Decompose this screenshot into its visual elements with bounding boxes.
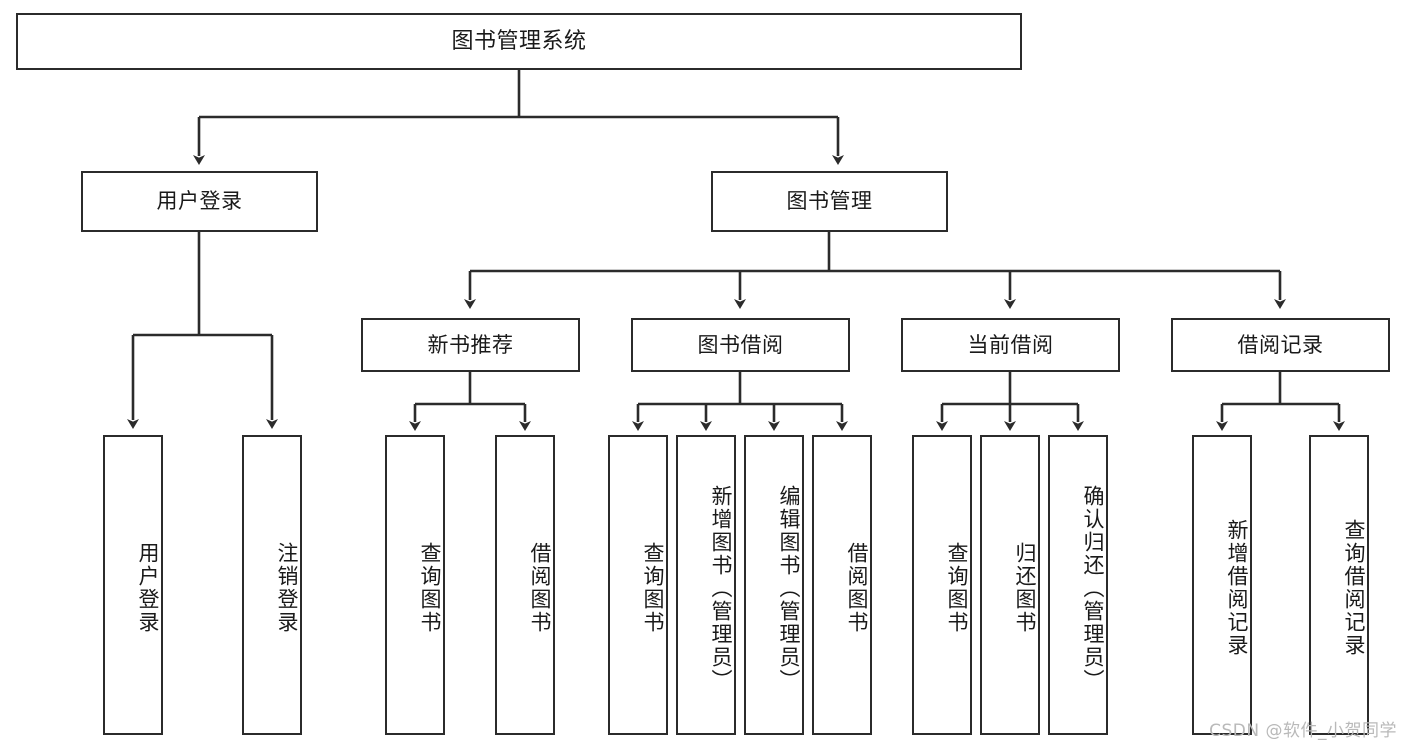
- node-current-borrow[interactable]: 当前借阅: [901, 318, 1120, 372]
- node-label: 编辑图书（管理员）: [777, 484, 801, 692]
- leaf-user-login[interactable]: 用户登录: [103, 435, 163, 735]
- csdn-watermark: CSDN @软件_小贺同学: [1209, 721, 1397, 741]
- node-label: 注销登录: [275, 542, 299, 634]
- leaf-borrow-query-book[interactable]: 查询图书: [608, 435, 668, 735]
- node-label: 当前借阅: [967, 332, 1054, 357]
- node-label: 查询图书: [945, 542, 969, 634]
- node-label: 借阅图书: [528, 542, 552, 634]
- leaf-current-return-book[interactable]: 归还图书: [980, 435, 1040, 735]
- leaf-borrow-add-book-admin[interactable]: 新增图书（管理员）: [676, 435, 736, 735]
- node-label: 图书管理系统: [451, 28, 587, 54]
- node-root-system[interactable]: 图书管理系统: [16, 13, 1022, 70]
- leaf-record-query-borrow-record[interactable]: 查询借阅记录: [1309, 435, 1369, 735]
- node-label: 用户登录: [136, 542, 160, 634]
- node-label: 新增图书（管理员）: [709, 484, 733, 692]
- node-label: 查询借阅记录: [1342, 519, 1366, 657]
- node-label: 查询图书: [641, 542, 665, 634]
- leaf-recommend-query-book[interactable]: 查询图书: [385, 435, 445, 735]
- node-user-login[interactable]: 用户登录: [81, 171, 318, 232]
- leaf-borrow-borrow-book[interactable]: 借阅图书: [812, 435, 872, 735]
- leaf-recommend-borrow-book[interactable]: 借阅图书: [495, 435, 555, 735]
- node-book-manage[interactable]: 图书管理: [711, 171, 948, 232]
- node-label: 借阅记录: [1237, 332, 1324, 357]
- node-borrow-record[interactable]: 借阅记录: [1171, 318, 1390, 372]
- leaf-current-confirm-return-admin[interactable]: 确认归还（管理员）: [1048, 435, 1108, 735]
- node-label: 图书管理: [786, 189, 873, 214]
- leaf-logout[interactable]: 注销登录: [242, 435, 302, 735]
- leaf-borrow-edit-book-admin[interactable]: 编辑图书（管理员）: [744, 435, 804, 735]
- node-label: 用户登录: [156, 189, 243, 214]
- leaf-current-query-book[interactable]: 查询图书: [912, 435, 972, 735]
- node-label: 归还图书: [1013, 542, 1037, 634]
- node-label: 图书借阅: [697, 332, 784, 357]
- node-book-borrow[interactable]: 图书借阅: [631, 318, 850, 372]
- node-new-book-recommend[interactable]: 新书推荐: [361, 318, 580, 372]
- node-label: 查询图书: [418, 542, 442, 634]
- leaf-record-add-borrow-record[interactable]: 新增借阅记录: [1192, 435, 1252, 735]
- node-label: 新书推荐: [427, 332, 514, 357]
- node-label: 借阅图书: [845, 542, 869, 634]
- node-label: 新增借阅记录: [1225, 519, 1249, 657]
- node-label: 确认归还（管理员）: [1081, 484, 1105, 692]
